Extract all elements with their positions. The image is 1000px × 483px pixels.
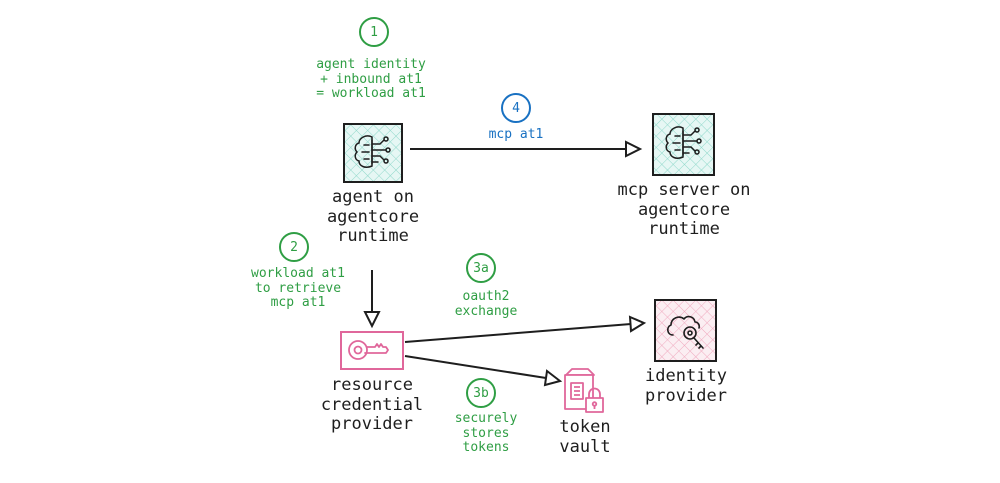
step-2-label: workload at1 to retrieve mcp at1 [251, 266, 345, 311]
arrow-resource-to-identity-provider [404, 315, 647, 343]
step-number: 3a [473, 260, 489, 276]
step-badge-1: 1 [359, 17, 389, 47]
step-4-label: mcp at1 [488, 127, 544, 142]
arrow-agent-to-resource-provider [363, 270, 381, 329]
token-vault-node-label: token vault [559, 417, 611, 457]
resource-provider-node-label: resource credential provider [320, 375, 424, 435]
cloud-key-icon [667, 315, 704, 349]
brain-circuit-icon [665, 126, 702, 159]
step-badge-4: 4 [501, 93, 531, 123]
step-3b-label: securely stores tokens [454, 411, 518, 456]
arrow-resource-to-token-vault [404, 355, 563, 387]
step-number: 3b [473, 385, 489, 401]
key-icon [348, 340, 389, 360]
step-1-label: agent identity + inbound at1 = workload … [316, 57, 426, 102]
step-3a-label: oauth2 exchange [454, 289, 518, 319]
vault-lock-icon[interactable] [564, 368, 604, 413]
step-number: 2 [290, 239, 298, 255]
step-badge-2: 2 [279, 232, 309, 262]
resource-provider-node-box[interactable] [340, 331, 404, 370]
identity-provider-node-label: identity provider [645, 366, 727, 406]
step-badge-3a: 3a [466, 253, 496, 283]
step-number: 4 [512, 100, 520, 116]
agent-node-box[interactable] [343, 123, 403, 183]
brain-circuit-icon [354, 135, 391, 168]
mcp-server-node-label: mcp server on agentcore runtime [617, 180, 751, 240]
arrow-agent-to-mcp [410, 140, 643, 158]
step-badge-3b: 3b [466, 378, 496, 408]
agent-node-label: agent on agentcore runtime [326, 187, 420, 247]
mcp-server-node-box[interactable] [652, 113, 715, 176]
step-number: 1 [370, 24, 378, 40]
identity-provider-node-box[interactable] [654, 299, 717, 362]
